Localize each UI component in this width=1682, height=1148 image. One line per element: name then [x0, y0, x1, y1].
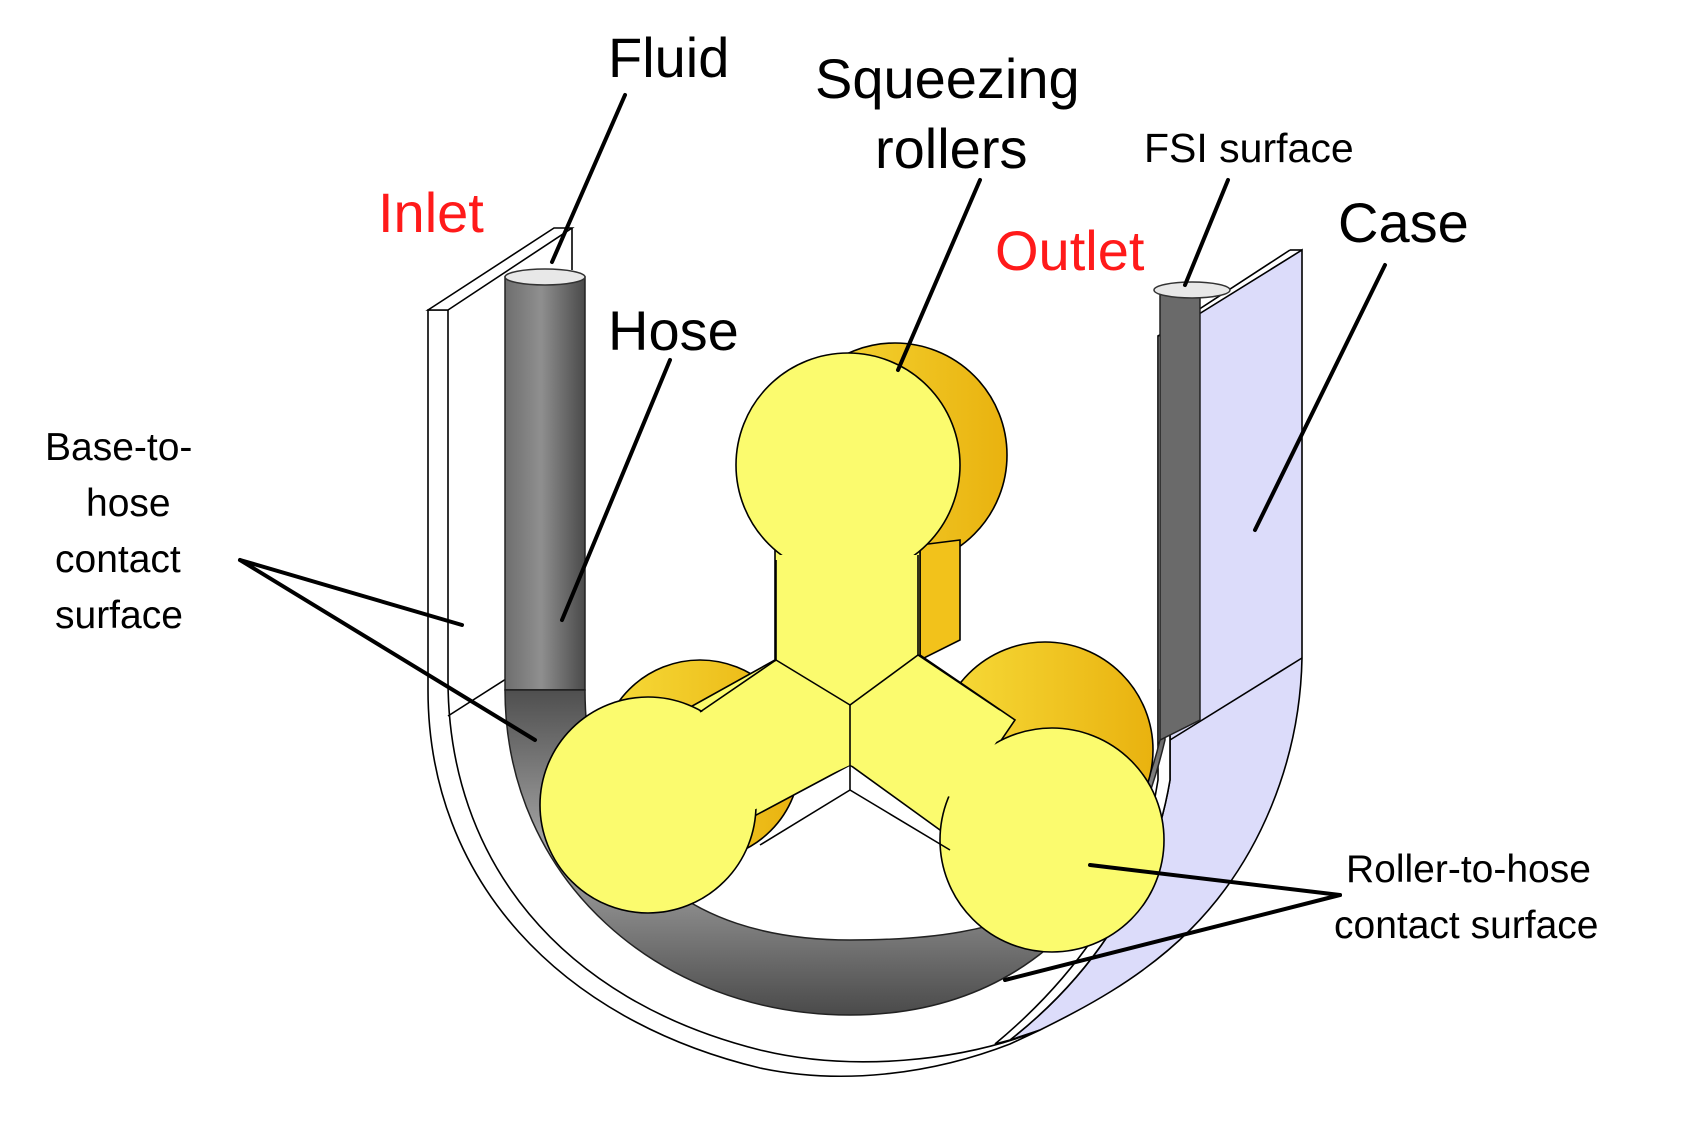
hose-outlet-opening — [1153, 281, 1231, 299]
leader-fluid — [550, 93, 627, 264]
leader-base-2 — [238, 558, 537, 742]
label-outlet: Outlet — [995, 219, 1145, 282]
leader-roller-2 — [1003, 893, 1342, 982]
leader-case — [1253, 263, 1387, 532]
leader-lines — [238, 93, 1387, 982]
label-squeezing-line2: rollers — [875, 117, 1027, 180]
label-base-line4: surface — [55, 594, 183, 637]
leader-hose — [560, 358, 672, 622]
labels: Fluid Squeezing rollers FSI surface Inle… — [45, 26, 1598, 947]
label-hose: Hose — [608, 299, 739, 362]
roller-top-face — [735, 352, 961, 578]
label-roller-line2: contact surface — [1334, 904, 1598, 947]
label-base-line2: hose — [86, 482, 171, 525]
case — [425, 227, 1303, 1077]
hose-left-tube — [504, 276, 586, 691]
label-inlet: Inlet — [378, 181, 484, 244]
hose-inlet-opening — [504, 268, 586, 286]
label-base-line1: Base-to- — [45, 426, 192, 469]
squeezing-rollers — [539, 342, 1165, 953]
label-base-line3: contact — [55, 538, 181, 581]
leader-base-1 — [238, 558, 464, 627]
roller-stem-side — [919, 539, 961, 662]
label-roller-line1: Roller-to-hose — [1346, 848, 1591, 891]
label-case: Case — [1338, 191, 1469, 254]
case-left-panel — [427, 309, 1041, 1077]
roller-right-face — [939, 727, 1165, 953]
leader-fsi-surface — [1183, 178, 1230, 287]
leader-roller-1 — [1088, 863, 1342, 897]
label-fsi-surface: FSI surface — [1144, 125, 1354, 171]
hose-right-tube — [1159, 289, 1201, 742]
leader-squeezing-rollers — [896, 178, 982, 372]
label-squeezing-line1: Squeezing — [815, 47, 1080, 110]
label-fluid: Fluid — [608, 26, 729, 89]
